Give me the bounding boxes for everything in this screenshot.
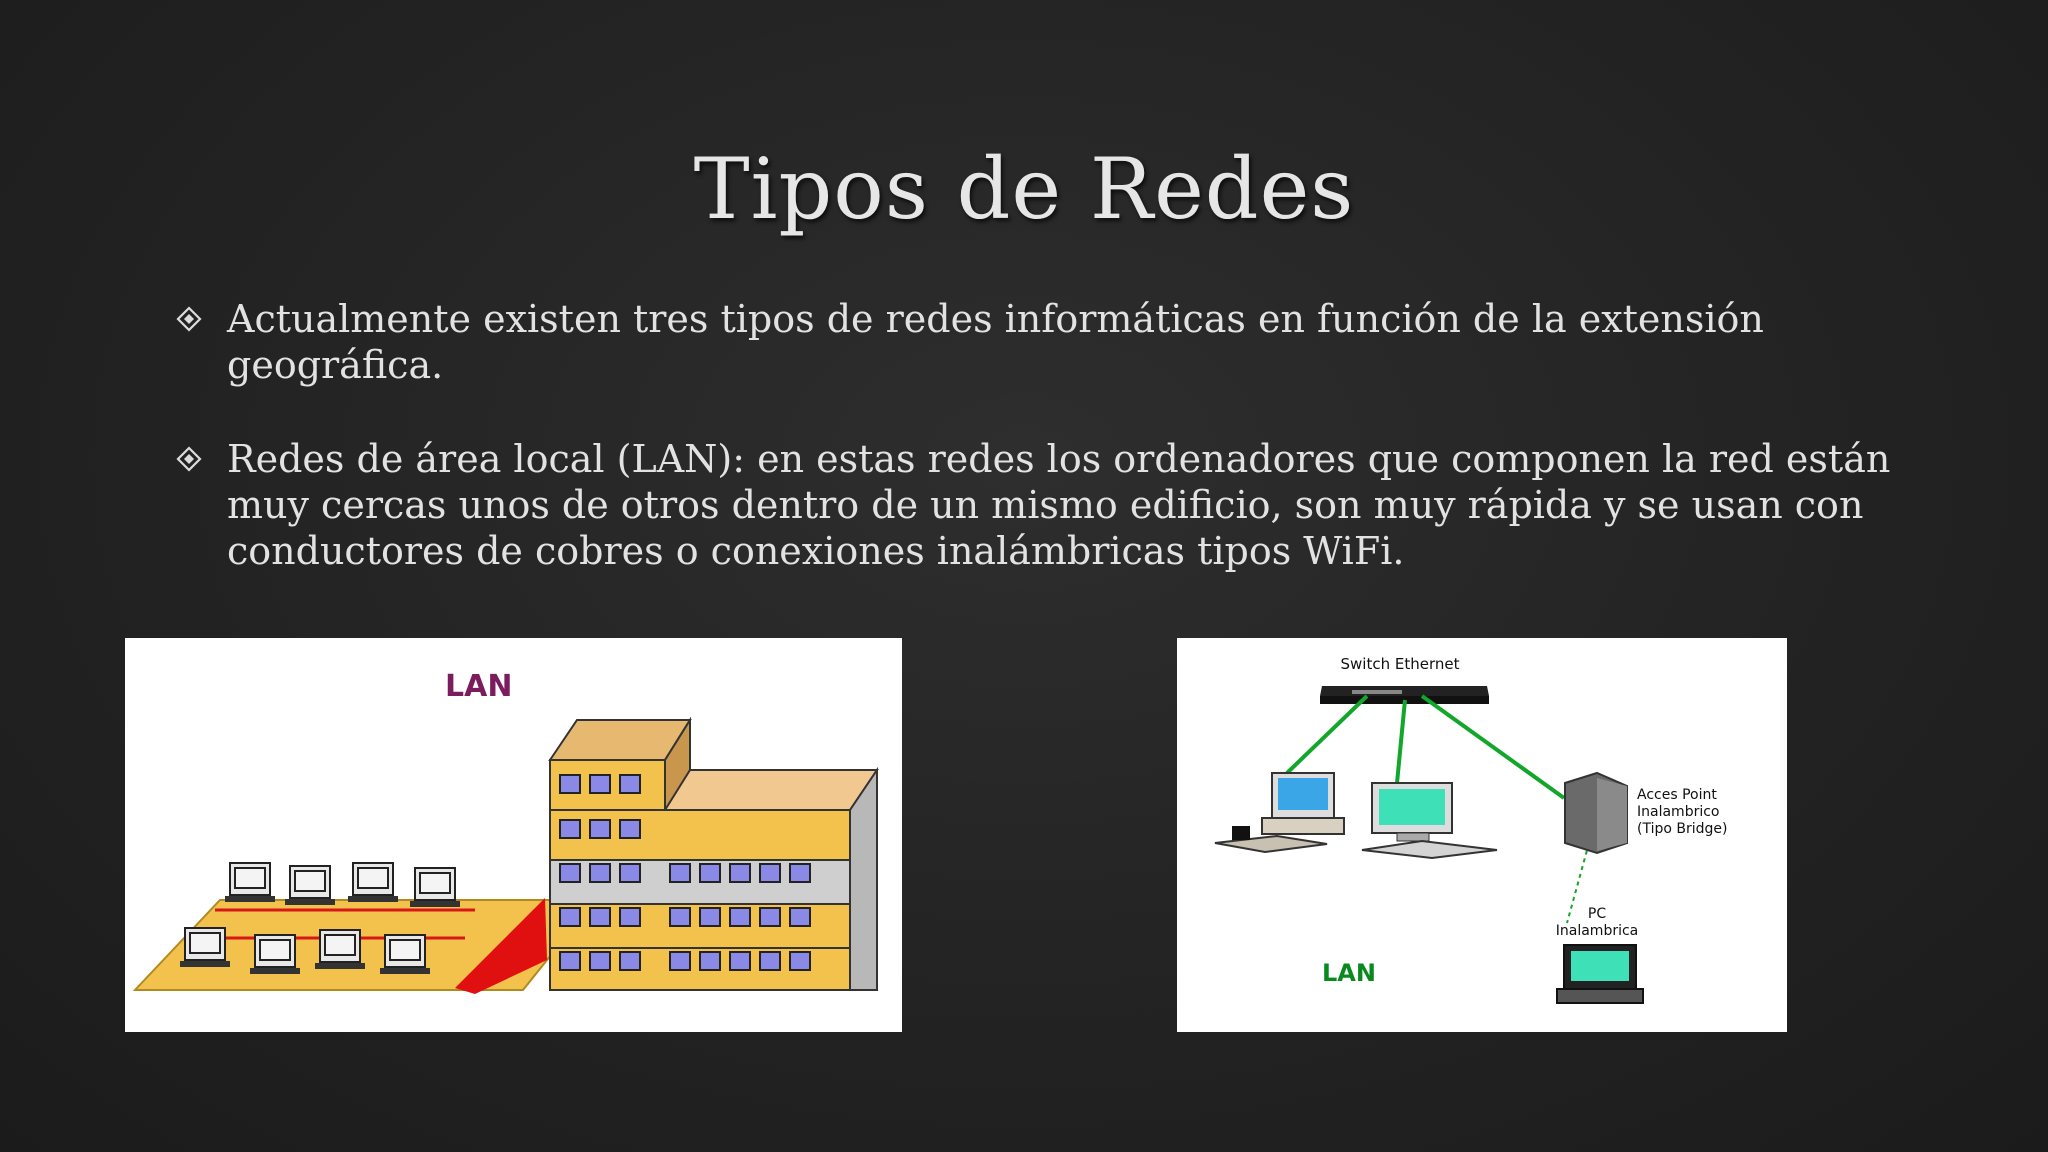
access-point-label-line-1: Acces Point (1637, 787, 1717, 803)
switch-label: Switch Ethernet (1341, 655, 1460, 673)
diamond-bullet-icon (176, 306, 202, 332)
laptop-icon (1556, 944, 1644, 1004)
pc-label-line-1: PC (1588, 906, 1606, 922)
bullet-item: Actualmente existen tres tipos de redes … (176, 296, 1896, 388)
lan-diagram-image: Switch Ethernet (1177, 638, 1787, 1032)
access-point-icon (1564, 771, 1628, 855)
diamond-bullet-icon (176, 446, 202, 472)
pc-label-line-2: Inalambrica (1556, 923, 1639, 939)
access-point-label-line-3: (Tipo Bridge) (1637, 821, 1727, 837)
lan-building-illustration: LAN (132, 669, 879, 994)
desktop-computer-icon (1214, 772, 1345, 854)
lan-building-image: LAN (125, 638, 902, 1032)
access-point-label-line-2: Inalambrico (1637, 804, 1719, 820)
lan-label: LAN (1322, 959, 1376, 987)
bullet-item: Redes de área local (LAN): en estas rede… (176, 436, 1896, 574)
bullet-text: Redes de área local (LAN): en estas rede… (227, 437, 1891, 573)
lan-label: LAN (445, 669, 512, 704)
desktop-computer-icon (1361, 782, 1498, 860)
lan-network-diagram: Switch Ethernet (1214, 655, 1727, 1004)
bullet-text: Actualmente existen tres tipos de redes … (227, 297, 1764, 387)
slide-title: Tipos de Redes (693, 140, 1355, 238)
